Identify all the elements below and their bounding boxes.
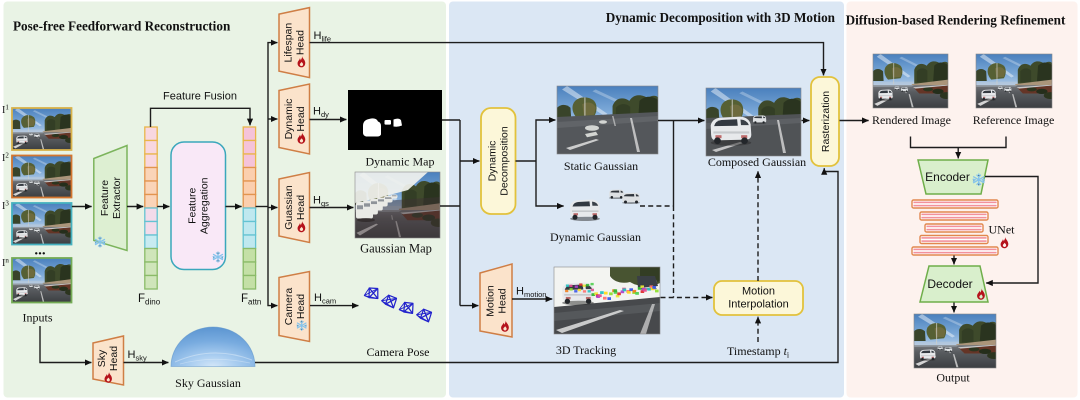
svg-text:Rendered Image: Rendered Image	[872, 113, 951, 127]
svg-text:Camera Pose: Camera Pose	[367, 345, 430, 359]
svg-text:Dynamic Gaussian: Dynamic Gaussian	[550, 230, 641, 244]
svg-text:Sky: Sky	[96, 349, 108, 367]
svg-text:Inputs: Inputs	[23, 311, 53, 325]
svg-text:Dynamic Map: Dynamic Map	[366, 155, 435, 169]
svg-text:Extractor: Extractor	[111, 176, 123, 219]
svg-text:Head: Head	[497, 288, 509, 313]
svg-text:Dynamic: Dynamic	[283, 99, 295, 140]
svg-text:Output: Output	[936, 371, 970, 385]
svg-text:3D Tracking: 3D Tracking	[556, 343, 616, 357]
svg-text:Motion: Motion	[485, 285, 497, 317]
svg-text:I2: I2	[2, 152, 9, 165]
svg-text:Diffusion-based Rendering Refi: Diffusion-based Rendering Refinement	[846, 13, 1066, 28]
svg-text:Static Gaussian: Static Gaussian	[564, 159, 638, 173]
svg-text:Gaussian Map: Gaussian Map	[360, 242, 432, 256]
svg-text:Decomposition: Decomposition	[499, 126, 511, 196]
svg-text:Head: Head	[295, 106, 307, 131]
svg-text:UNet: UNet	[989, 223, 1016, 237]
svg-text:I1: I1	[2, 104, 9, 117]
svg-text:I3: I3	[2, 200, 9, 213]
svg-text:Camera: Camera	[283, 288, 295, 326]
svg-text:Decoder: Decoder	[927, 277, 972, 291]
svg-text:...: ...	[34, 243, 46, 259]
svg-text:Feature: Feature	[187, 188, 199, 224]
svg-text:Motion: Motion	[742, 286, 775, 298]
svg-text:In: In	[2, 257, 9, 270]
svg-text:Feature: Feature	[99, 180, 111, 216]
svg-text:Aggregation: Aggregation	[199, 177, 211, 234]
svg-text:Timestamp ti: Timestamp ti	[727, 344, 790, 360]
svg-text:Head: Head	[295, 294, 307, 319]
svg-text:Composed Gaussian: Composed Gaussian	[708, 155, 806, 169]
svg-text:Dynamic: Dynamic	[487, 141, 499, 182]
svg-text:Reference Image: Reference Image	[973, 113, 1055, 127]
svg-text:Interpolation: Interpolation	[728, 299, 789, 311]
svg-text:Dynamic Decomposition with 3D: Dynamic Decomposition with 3D Motion	[606, 10, 836, 25]
svg-text:Encoder: Encoder	[925, 170, 970, 184]
svg-text:Rasterization: Rasterization	[820, 91, 832, 152]
svg-text:Lifespan: Lifespan	[283, 23, 295, 63]
svg-text:Head: Head	[295, 195, 307, 220]
svg-text:Head: Head	[295, 30, 307, 55]
svg-text:Guassian: Guassian	[283, 185, 295, 230]
svg-text:Feature Fusion: Feature Fusion	[163, 91, 237, 103]
svg-text:Sky Gaussian: Sky Gaussian	[175, 376, 241, 390]
svg-text:Head: Head	[108, 346, 120, 371]
svg-text:Pose-free Feedforward Reconstr: Pose-free Feedforward Reconstruction	[13, 19, 231, 34]
